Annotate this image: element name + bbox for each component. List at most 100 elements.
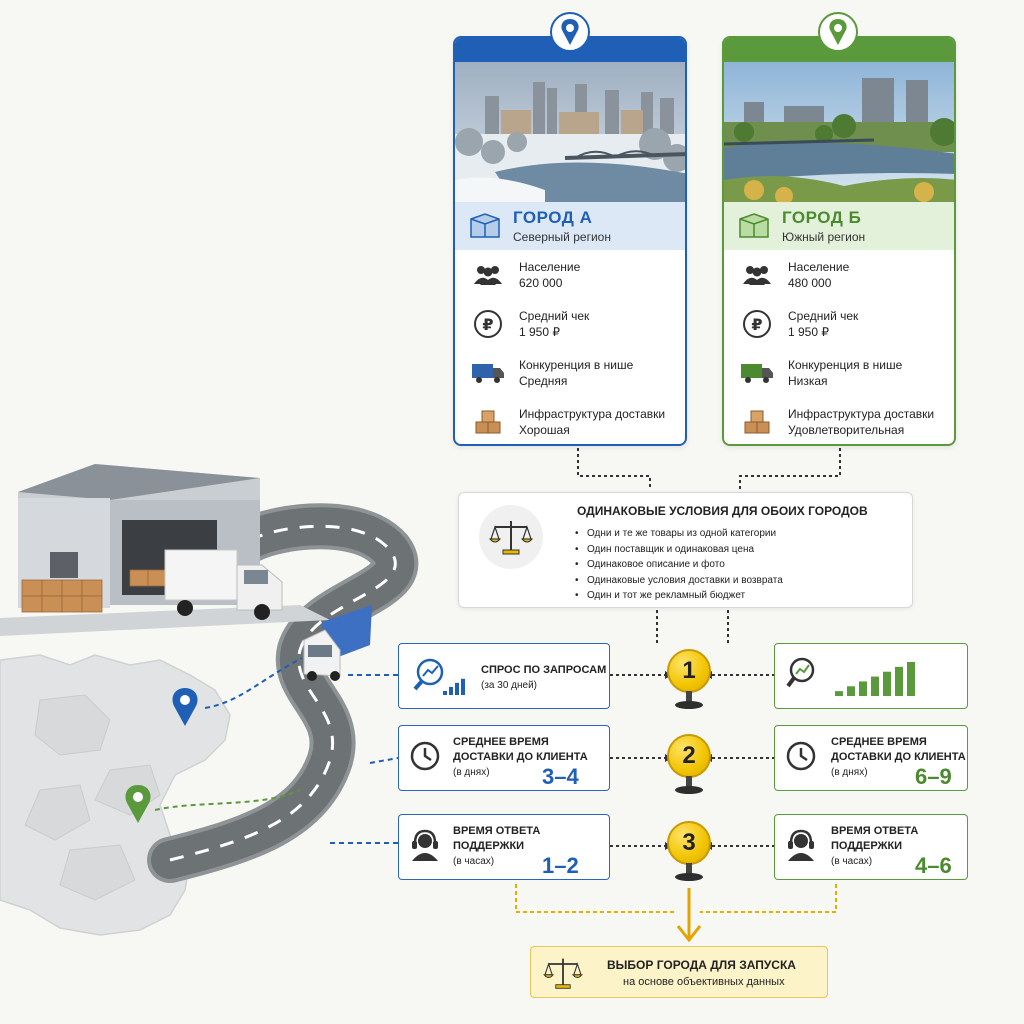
city-a-region: Северный регион (513, 230, 611, 244)
demand-bar (455, 682, 459, 695)
city-b-header: ГОРОД Б Южный регион (724, 202, 954, 250)
box-icon (736, 211, 772, 241)
final-subtitle: на основе объективных данных (623, 976, 785, 988)
delivery-value-b: 6–9 (915, 764, 952, 789)
boxes-icon (740, 407, 774, 437)
metric-title-line1: СРЕДНЕЕ ВРЕМЯ (831, 736, 927, 748)
city-a-header: ГОРОД А Северный регион (455, 202, 685, 250)
demand-bars-a (443, 678, 465, 695)
row-value: Средняя (519, 373, 568, 388)
metric-subtitle: (за 30 дней) (481, 680, 537, 691)
conditions-list: Одни и те же товары из одной категории О… (587, 526, 783, 604)
demand-city-b-box (774, 643, 968, 709)
city-b-pin-badge (818, 12, 858, 52)
demand-bar (883, 671, 891, 696)
delivery-truck-icon (740, 358, 774, 388)
city-a-name: ГОРОД А (513, 208, 593, 227)
metric-subtitle: (в часах) (453, 856, 495, 867)
equal-conditions-box: ОДИНАКОВЫЕ УСЛОВИЯ ДЛЯ ОБОИХ ГОРОДОВ Одн… (458, 492, 913, 608)
metric-title-line2: ПОДДЕРЖКИ (831, 840, 903, 852)
delivery-value-a: 3–4 (542, 764, 579, 789)
row-label: Население (788, 259, 850, 274)
winter-city-image (455, 62, 685, 202)
clock-icon (785, 740, 817, 777)
support-time-city-b-box: ВРЕМЯ ОТВЕТА ПОДДЕРЖКИ (в часах) 4–6 (774, 814, 968, 880)
step-3-marker: 3 (667, 821, 711, 881)
metric-subtitle: (в днях) (453, 767, 490, 778)
metric-title-line2: ПОДДЕРЖКИ (453, 840, 525, 852)
city-a-photo (455, 62, 685, 202)
demand-bars-b (835, 662, 915, 696)
people-icon (740, 260, 774, 290)
svg-text:₽: ₽ (751, 315, 762, 334)
search-trend-icon (785, 653, 825, 698)
city-a-pin-badge (550, 12, 590, 52)
list-item: Один поставщик и одинаковая цена (587, 542, 783, 558)
list-item: Одинаковое описание и фото (587, 557, 783, 573)
metric-title-line2: ДОСТАВКИ ДО КЛИЕНТА (831, 751, 966, 763)
list-item: Одинаковые условия доставки и возврата (587, 573, 783, 589)
demand-bar (895, 666, 903, 696)
demand-bar (461, 678, 465, 695)
delivery-time-city-a-box: СРЕДНЕЕ ВРЕМЯ ДОСТАВКИ ДО КЛИЕНТА (в дня… (398, 725, 610, 791)
support-time-city-a-box: ВРЕМЯ ОТВЕТА ПОДДЕРЖКИ (в часах) 1–2 (398, 814, 610, 880)
step-number: 3 (667, 821, 711, 865)
city-a-map-pin-icon (172, 688, 198, 726)
demand-bar (907, 662, 915, 696)
metric-title-line2: ДОСТАВКИ ДО КЛИЕНТА (453, 751, 588, 763)
city-b-photo (724, 62, 954, 202)
people-icon (471, 260, 505, 290)
logistics-illustration (0, 464, 419, 936)
list-item: Одни и те же товары из одной категории (587, 526, 783, 542)
city-b-region: Южный регион (782, 230, 866, 244)
final-title: ВЫБОР ГОРОДА ДЛЯ ЗАПУСКА (607, 958, 796, 972)
blue-truck (303, 605, 372, 681)
svg-text:₽: ₽ (482, 315, 493, 334)
demand-bar (443, 690, 447, 695)
row-label: Инфраструктура доставки (788, 406, 935, 421)
final-decision-box: ВЫБОР ГОРОДА ДЛЯ ЗАПУСКА на основе объек… (530, 946, 828, 998)
demand-bar (847, 686, 855, 696)
metric-title: СПРОС ПО ЗАПРОСАМ (481, 664, 607, 676)
row-value: Низкая (788, 373, 828, 388)
row-label: Конкуренция в нише (788, 357, 903, 372)
row-value: Удовлетворительная (788, 422, 905, 437)
metric-subtitle: (в часах) (831, 856, 873, 867)
row-label: Средний чек (519, 308, 590, 323)
metric-title-line1: ВРЕМЯ ОТВЕТА (831, 825, 919, 837)
demand-bar (449, 686, 453, 695)
search-trend-icon (413, 655, 465, 702)
step-2-marker: 2 (667, 734, 711, 794)
headset-icon (409, 829, 441, 868)
demand-city-a-box: СПРОС ПО ЗАПРОСАМ (за 30 дней) (398, 643, 610, 709)
ruble-icon: ₽ (740, 309, 774, 339)
row-value: Хорошая (519, 422, 570, 437)
demand-bar (835, 691, 843, 696)
delivery-time-city-b-box: СРЕДНЕЕ ВРЕМЯ ДОСТАВКИ ДО КЛИЕНТА (в дня… (774, 725, 968, 791)
summer-city-image (724, 62, 954, 202)
row-label: Инфраструктура доставки (519, 406, 666, 421)
metric-title-line1: СРЕДНЕЕ ВРЕМЯ (453, 736, 549, 748)
list-item: Один и тот же рекламный бюджет (587, 588, 783, 604)
row-label: Конкуренция в нише (519, 357, 634, 372)
map-pin-icon (561, 19, 579, 45)
demand-bar (871, 676, 879, 696)
conditions-title: ОДИНАКОВЫЕ УСЛОВИЯ ДЛЯ ОБОИХ ГОРОДОВ (577, 504, 868, 518)
row-value: 480 000 (788, 275, 832, 290)
city-b-name: ГОРОД Б (782, 208, 862, 227)
boxes-icon (471, 407, 505, 437)
city-b-map-pin-icon (125, 785, 151, 823)
support-value-b: 4–6 (915, 853, 952, 878)
step-1-marker: 1 (667, 649, 711, 709)
